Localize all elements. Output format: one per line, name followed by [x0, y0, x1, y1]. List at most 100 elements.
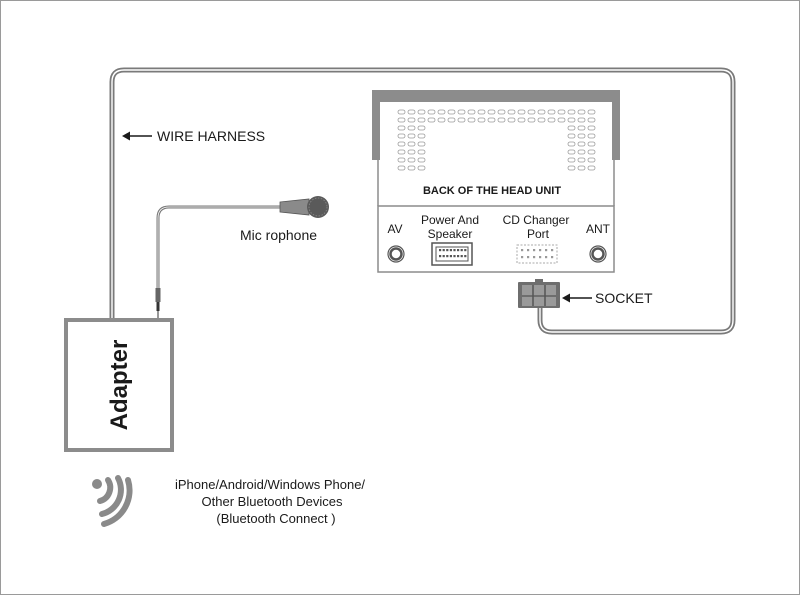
- vent-slot: [397, 157, 406, 163]
- connector-pin: [449, 249, 452, 252]
- vent-slot: [487, 109, 496, 115]
- vent-slot: [487, 117, 496, 123]
- vent-slot: [567, 165, 576, 171]
- vent-slot: [417, 109, 426, 115]
- vent-slot: [527, 117, 536, 123]
- vent-slot: [437, 109, 446, 115]
- vent-slot: [467, 109, 476, 115]
- port-power-label-line2: Speaker: [428, 227, 473, 241]
- vent-slot: [587, 165, 596, 171]
- vent-slot: [587, 149, 596, 155]
- vent-slot: [547, 117, 556, 123]
- bluetooth-devices-line2: Other Bluetooth Devices: [202, 494, 343, 509]
- connector-pin: [545, 256, 548, 259]
- ant-port: [589, 245, 607, 263]
- vent-slot: [557, 109, 566, 115]
- vent-slot: [447, 117, 456, 123]
- adapter-label: Adapter: [106, 340, 133, 431]
- vent-slot: [447, 109, 456, 115]
- vent-slot: [507, 109, 516, 115]
- vent-slot: [417, 141, 426, 147]
- microphone-label: Mic rophone: [240, 227, 317, 243]
- vent-slot: [577, 109, 586, 115]
- vent-slot: [397, 117, 406, 123]
- vent-slot: [427, 117, 436, 123]
- vent-slot: [467, 117, 476, 123]
- vent-slot: [527, 109, 536, 115]
- vent-slot: [587, 141, 596, 147]
- vent-slot: [577, 157, 586, 163]
- connector-pin: [460, 255, 463, 258]
- vent-slot: [577, 141, 586, 147]
- vent-slot: [587, 125, 596, 131]
- socket-label: SOCKET: [595, 290, 653, 306]
- microphone-icon: [279, 196, 329, 218]
- wire-harness-cable: [109, 67, 736, 335]
- vent-slot: [417, 157, 426, 163]
- vent-slot: [587, 109, 596, 115]
- vent-slot: [397, 165, 406, 171]
- socket-connector-icon: [518, 279, 560, 308]
- vent-slot: [417, 133, 426, 139]
- vent-slot: [577, 117, 586, 123]
- vent-slot: [547, 109, 556, 115]
- port-cd-label-line2: Port: [527, 227, 550, 241]
- vent-slot: [517, 109, 526, 115]
- vent-slot: [567, 149, 576, 155]
- vent-slot: [567, 133, 576, 139]
- wire-harness-label: WIRE HARNESS: [157, 128, 265, 144]
- connector-pin: [453, 255, 456, 258]
- vent-slot: [587, 157, 596, 163]
- vent-slot: [577, 133, 586, 139]
- vent-slot: [457, 109, 466, 115]
- connector-pin: [446, 255, 449, 258]
- connector-pin: [453, 249, 456, 252]
- port-av-label: AV: [387, 222, 402, 236]
- connector-pin: [460, 249, 463, 252]
- connector-pin: [533, 256, 536, 259]
- connector-pin: [442, 249, 445, 252]
- vent-slot: [407, 125, 416, 131]
- bluetooth-signal-icon: [92, 475, 133, 527]
- vent-slot: [567, 157, 576, 163]
- connector-pin: [527, 249, 530, 252]
- connector-pin: [539, 256, 542, 259]
- vent-slot: [417, 117, 426, 123]
- microphone-cable: [155, 205, 282, 318]
- vent-slot: [517, 117, 526, 123]
- connector-pin: [464, 249, 467, 252]
- vent-slot: [407, 117, 416, 123]
- vent-slot: [567, 125, 576, 131]
- vent-slot: [397, 133, 406, 139]
- connector-pin: [551, 249, 554, 252]
- connector-pin: [551, 256, 554, 259]
- connector-pin: [533, 249, 536, 252]
- connector-pin: [527, 256, 530, 259]
- vent-slot: [407, 149, 416, 155]
- adapter-box: [64, 318, 174, 452]
- connector-pin: [442, 255, 445, 258]
- port-ant-label: ANT: [586, 222, 611, 236]
- vent-slot: [407, 165, 416, 171]
- arrow-left-icon: [562, 293, 592, 303]
- vent-slot: [457, 117, 466, 123]
- head-unit-housing: [372, 90, 620, 273]
- vent-slot: [407, 109, 416, 115]
- vent-slot: [407, 133, 416, 139]
- vent-slot: [507, 117, 516, 123]
- connector-pin: [457, 249, 460, 252]
- connector-pin: [521, 249, 524, 252]
- vent-slot: [417, 125, 426, 131]
- vent-slot: [437, 117, 446, 123]
- connector-pin: [545, 249, 548, 252]
- connector-pin: [539, 249, 542, 252]
- port-power-label-line1: Power And: [421, 213, 479, 227]
- connector-pin: [464, 255, 467, 258]
- vent-slot: [567, 109, 576, 115]
- bluetooth-devices-line1: iPhone/Android/Windows Phone/: [175, 477, 365, 492]
- vent-slot: [587, 133, 596, 139]
- vent-slot: [577, 165, 586, 171]
- vent-slot: [427, 109, 436, 115]
